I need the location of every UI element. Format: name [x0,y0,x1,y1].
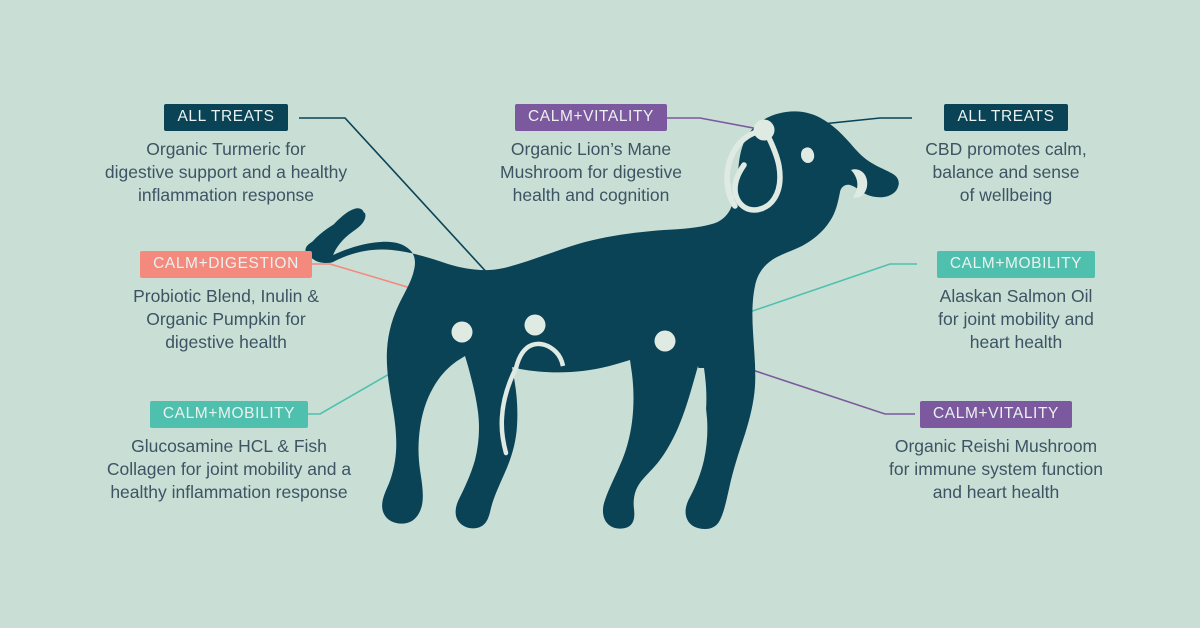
badge-calm-vitality-lionsmane[interactable]: CALM+VITALITY [515,104,667,131]
dog-nose [851,169,868,198]
dog-silhouette [305,111,899,529]
callout-turmeric: ALL TREATS Organic Turmeric for digestiv… [78,104,374,207]
callout-salmon: CALM+MOBILITY Alaskan Salmon Oil for joi… [898,251,1134,354]
callout-description-salmon: Alaskan Salmon Oil for joint mobility an… [938,285,1094,352]
callout-description-turmeric: Organic Turmeric for digestive support a… [104,138,348,205]
anchor-dot-belly [524,314,546,336]
callout-glucosamine: CALM+MOBILITY Glucosamine HCL & Fish Col… [86,401,372,504]
badge-all-treats-cbd[interactable]: ALL TREATS [944,104,1068,131]
callout-description-glucosamine: Glucosamine HCL & Fish Collagen for join… [106,435,352,502]
dog-ear-lobe [732,131,783,213]
dog-hind-leg-separation [697,368,707,449]
dog-ear [724,128,764,209]
badge-calm-mobility-salmon[interactable]: CALM+MOBILITY [936,251,1096,278]
anchor-dot-head [753,119,775,141]
anchor-dot-hip [451,321,473,343]
dog-front-leg-separation [513,341,566,369]
connector-turmeric [299,117,536,326]
anchor-dot-chest [654,330,676,352]
callout-cbd: ALL TREATS CBD promotes calm, balance an… [888,104,1124,207]
badge-all-treats-turmeric[interactable]: ALL TREATS [164,104,288,131]
connector-lionsmane [655,117,765,131]
dog-tail [308,212,366,263]
callout-description-cbd: CBD promotes calm, balance and sense of … [925,138,1087,205]
dog-body-path [305,111,899,529]
badge-calm-digestion-probiotic[interactable]: CALM+DIGESTION [140,251,312,278]
callout-reishi: CALM+VITALITY Organic Reishi Mushroom fo… [868,401,1124,504]
callout-description-reishi: Organic Reishi Mushroom for immune syste… [889,435,1103,502]
badge-calm-mobility-glucosamine[interactable]: CALM+MOBILITY [149,401,309,428]
callout-probiotic: CALM+DIGESTION Probiotic Blend, Inulin &… [98,251,354,354]
anchor-dots [451,119,775,352]
callout-description-probiotic: Probiotic Blend, Inulin & Organic Pumpki… [133,285,319,352]
callout-lionsmane: CALM+VITALITY Organic Lion’s Mane Mushro… [468,104,714,207]
dog-eye [801,147,815,163]
dog-front-leg-inner-line [499,365,519,456]
badge-calm-vitality-reishi[interactable]: CALM+VITALITY [920,401,1072,428]
callout-description-lionsmane: Organic Lion’s Mane Mushroom for digesti… [500,138,682,205]
